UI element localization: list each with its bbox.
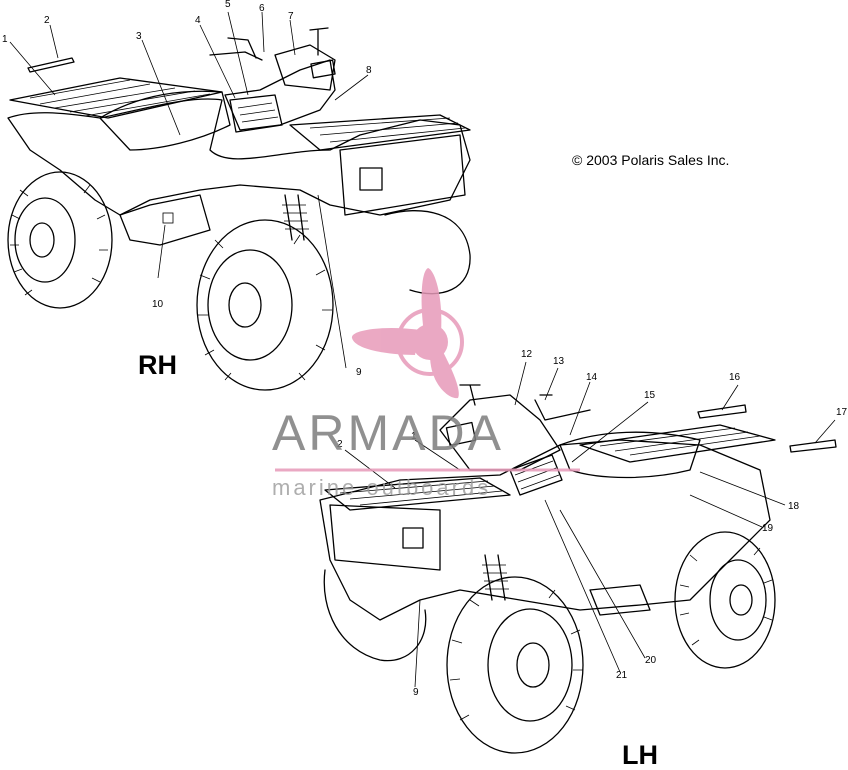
callout-rh-1: 1 xyxy=(2,34,8,45)
callout-lh-17: 17 xyxy=(836,407,848,418)
watermark-logo xyxy=(275,268,580,472)
rh-seat xyxy=(99,90,231,151)
view-label-lh: LH xyxy=(622,740,658,770)
lh-handlebar xyxy=(459,384,591,421)
callout-rh-7: 7 xyxy=(288,11,294,22)
rh-front-rack xyxy=(289,114,471,151)
watermark-brand: ARMADA xyxy=(272,405,504,461)
rh-front-wheel xyxy=(196,219,334,391)
lh-decal-strip-17 xyxy=(789,439,837,453)
lh-seat xyxy=(559,431,701,479)
callout-lh-2: 2 xyxy=(337,439,343,450)
callout-lh-12: 12 xyxy=(521,349,533,360)
callout-rh-5: 5 xyxy=(225,0,231,10)
lh-side-decal xyxy=(509,454,563,496)
callout-rh-9: 9 xyxy=(356,367,362,378)
copyright-notice: © 2003 Polaris Sales Inc. xyxy=(572,152,730,168)
callout-lh-1: 1 xyxy=(411,431,417,442)
lh-decal-strip-16 xyxy=(697,404,747,419)
lh-atv xyxy=(319,361,837,754)
callout-rh-4: 4 xyxy=(195,15,201,26)
rh-body xyxy=(7,98,471,216)
lh-rear-rack xyxy=(579,424,776,463)
callout-rh-2: 2 xyxy=(44,15,50,26)
callout-rh-8: 8 xyxy=(366,65,372,76)
lh-body xyxy=(319,439,771,621)
rh-front-bumper xyxy=(339,134,466,216)
callout-lh-9: 9 xyxy=(413,687,419,698)
callout-lh-19: 19 xyxy=(762,523,774,534)
callout-rh-3: 3 xyxy=(136,31,142,42)
view-label-rh: RH xyxy=(138,350,177,380)
callout-lh-20: 20 xyxy=(645,655,657,666)
lh-front-rack xyxy=(324,477,511,511)
rh-side-decal xyxy=(229,94,283,133)
callout-lh-21: 21 xyxy=(616,670,628,681)
lh-front-wheel xyxy=(446,576,584,754)
lh-far-wheel xyxy=(323,569,427,662)
rh-handlebar xyxy=(209,27,329,61)
rh-rear-wheel xyxy=(7,171,113,309)
watermark-tagline: marine outboards xyxy=(272,475,492,500)
callout-rh-6: 6 xyxy=(259,3,265,14)
callout-lh-13: 13 xyxy=(553,356,565,367)
lh-rear-wheel xyxy=(674,531,776,669)
callout-lh-16: 16 xyxy=(729,372,741,383)
callout-lh-14: 14 xyxy=(586,372,598,383)
callout-rh-10: 10 xyxy=(152,299,164,310)
callout-lh-18: 18 xyxy=(788,501,800,512)
rh-console xyxy=(224,59,336,131)
rh-decal-strip xyxy=(27,57,75,73)
lh-front-bumper xyxy=(329,504,441,571)
callout-lh-15: 15 xyxy=(644,390,656,401)
